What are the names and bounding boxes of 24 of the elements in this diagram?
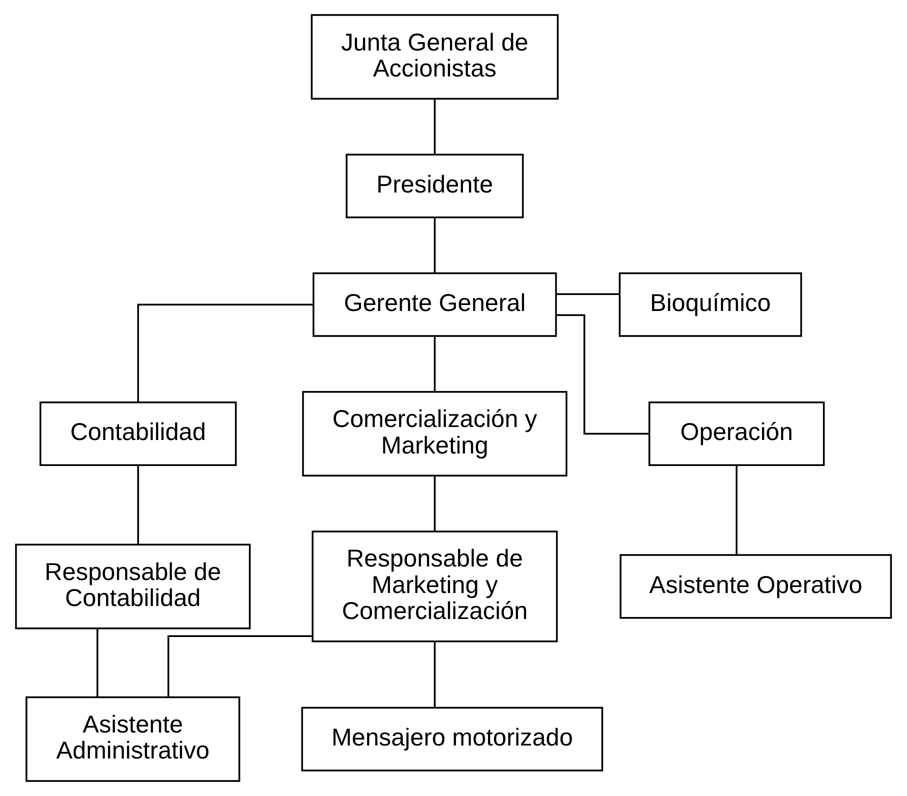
node-box: Operación: [648, 401, 825, 466]
node-box: Asistente Operativo: [620, 554, 892, 619]
node-box: Responsable de Marketing y Comercialización: [312, 530, 558, 642]
connector: [434, 476, 436, 531]
connector: [736, 465, 738, 555]
connector: [556, 293, 620, 296]
node-box: Junta General de Accionistas: [310, 14, 559, 100]
connector: [556, 314, 649, 435]
connector: [434, 642, 436, 708]
connector: [96, 628, 98, 697]
node-box: Mensajero motorizado: [301, 706, 604, 772]
node-box: Presidente: [346, 154, 524, 218]
connector: [167, 635, 312, 697]
node-box: Responsable de Contabilidad: [15, 544, 251, 630]
node-box: Comercialización y Marketing: [302, 391, 568, 477]
connector: [137, 465, 139, 544]
connector: [434, 218, 436, 273]
connector: [137, 304, 314, 402]
connector: [434, 336, 436, 392]
node-box: Asistente Administrativo: [26, 696, 240, 782]
connector: [434, 99, 436, 154]
node-box: Gerente General: [312, 272, 557, 337]
node-box: Bioquímico: [618, 272, 802, 337]
node-box: Contabilidad: [40, 401, 237, 466]
